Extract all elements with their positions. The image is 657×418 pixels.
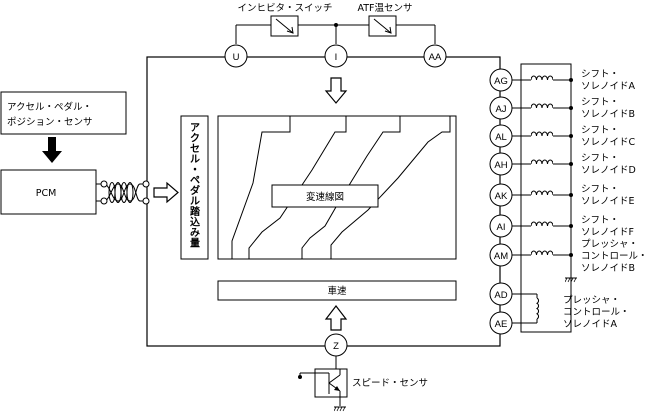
vertical-char: 踏 — [190, 205, 201, 218]
pressure-solenoid-b-line1: プレッシャ・ — [581, 239, 638, 250]
solenoid-label-line1: シフト・ — [581, 97, 619, 108]
inhibitor-switch-icon — [275, 18, 294, 34]
coil-icon — [531, 250, 553, 256]
solenoid-label-line1: シフト・ — [581, 125, 619, 136]
down-arrow-solid-icon — [42, 137, 62, 163]
vertical-char: 量 — [190, 237, 200, 250]
vertical-char: ル — [190, 197, 200, 208]
junction-dot — [569, 134, 573, 138]
coil-icon — [531, 190, 553, 196]
accel-sensor-box — [0, 91, 127, 135]
vertical-char: ク — [190, 133, 200, 145]
junction-dot — [569, 78, 573, 82]
pin-aa — [423, 44, 447, 68]
pin-label-am: AM — [494, 251, 508, 262]
pin-label-ag: AG — [494, 76, 508, 87]
vertical-char: ペ — [190, 176, 200, 187]
accel-depression-box — [180, 115, 209, 260]
solenoid-label-line1: シフト・ — [581, 153, 619, 164]
transistor-arrow — [334, 386, 340, 391]
accel-sensor-label-line2: ポジション・センサ — [7, 117, 93, 128]
tcm-terminal — [142, 180, 150, 188]
coil-icon — [531, 221, 553, 227]
solenoid-label-line1: シフト・ — [581, 69, 619, 80]
pin-label-u: U — [233, 52, 240, 63]
coil-icon — [531, 131, 553, 137]
junction-dot — [569, 224, 573, 228]
speed-sensor-wiring — [299, 356, 348, 406]
vehicle-speed-box — [217, 280, 457, 301]
shift-chart-label-box — [271, 184, 379, 208]
atf-sensor-icon — [373, 18, 392, 34]
right-arrow-icon — [153, 181, 179, 204]
atf-sensor-label: ATF温センサ — [357, 3, 412, 14]
solenoid-label-line2: ソレノイドD — [581, 165, 636, 176]
right-pins: AG AJ AL AH AK AI AM AD AE — [489, 68, 571, 335]
solenoid-label-line1: シフト・ — [581, 184, 619, 195]
vertical-char: セ — [190, 143, 200, 155]
pin-label-i: I — [335, 52, 338, 63]
speed-sensor-label: スピード・センサ — [352, 378, 428, 389]
junction-dot — [569, 253, 573, 257]
pin-u — [224, 44, 248, 68]
pin-label-aj: AJ — [495, 104, 506, 115]
vertical-char: ・ — [190, 165, 200, 176]
coil-icon — [531, 159, 553, 165]
junction-dot — [569, 162, 573, 166]
vertical-char: ア — [190, 122, 200, 134]
twisted-pair-cable — [96, 182, 146, 203]
solenoid-label-line2: ソレノイドE — [581, 196, 635, 207]
pin-label-ae: AE — [495, 319, 508, 330]
pressure-solenoid-b-line2: コントロール・ — [581, 251, 648, 262]
pin-label-ad: AD — [494, 290, 507, 301]
pressure-solenoid-a-wiring — [512, 293, 539, 324]
solenoid-labels: シフト・ソレノイドAシフト・ソレノイドBシフト・ソレノイドCシフト・ソレノイドD… — [569, 69, 636, 277]
pcm-box — [0, 169, 97, 215]
top-pins: U I AA — [224, 44, 447, 68]
pin-label-al: AL — [495, 132, 507, 143]
pin-label-ai: AI — [497, 222, 506, 233]
shift-chart-label: 変速線図 — [306, 191, 344, 203]
junction-dot — [569, 193, 573, 197]
pin-i — [324, 44, 348, 68]
solenoid-label-line1: シフト・ — [581, 215, 619, 226]
solenoid-label-line2: ソレノイドB — [581, 109, 635, 120]
up-arrow-icon — [324, 305, 348, 331]
vertical-char: ダ — [190, 184, 200, 197]
vertical-char: 込 — [190, 216, 200, 229]
inhibitor-switch-label: インヒビタ・スイッチ — [237, 3, 332, 14]
vertical-char: ル — [190, 155, 200, 166]
pressure-solenoid-a-line1: プレッシャ・ — [563, 295, 620, 306]
pressure-solenoid-b-line3: ソレノイドB — [581, 263, 635, 274]
pcm-terminal — [100, 180, 108, 188]
vertical-char: み — [190, 227, 200, 239]
pin-label-z: Z — [333, 341, 339, 352]
top-sensor-wiring — [235, 15, 436, 44]
accel-sensor-label-line1: アクセル・ペダル・ — [7, 101, 92, 113]
pin-label-ak: AK — [495, 191, 508, 202]
junction-dot — [334, 23, 338, 27]
junction-dot — [569, 106, 573, 110]
pcm-terminal — [100, 197, 108, 205]
solenoid-label-line2: ソレノイドF — [581, 227, 634, 238]
vehicle-speed-label: 車速 — [327, 285, 347, 297]
pressure-solenoid-a-line3: ソレノイドA — [563, 319, 618, 330]
pin-label-ah: AH — [494, 160, 507, 171]
ground-icon — [334, 406, 346, 412]
tcm-terminal — [142, 197, 150, 205]
coil-icon — [531, 75, 553, 81]
pin-label-aa: AA — [429, 52, 442, 63]
solenoid-label-line2: ソレノイドC — [581, 137, 636, 148]
coil-icon — [531, 103, 553, 109]
pcm-label: PCM — [36, 188, 57, 199]
down-arrow-icon — [324, 77, 348, 104]
sensor-terminal-dot — [298, 375, 302, 379]
pressure-solenoid-a-line2: コントロール・ — [563, 307, 630, 318]
solenoid-label-line2: ソレノイドA — [581, 81, 636, 92]
